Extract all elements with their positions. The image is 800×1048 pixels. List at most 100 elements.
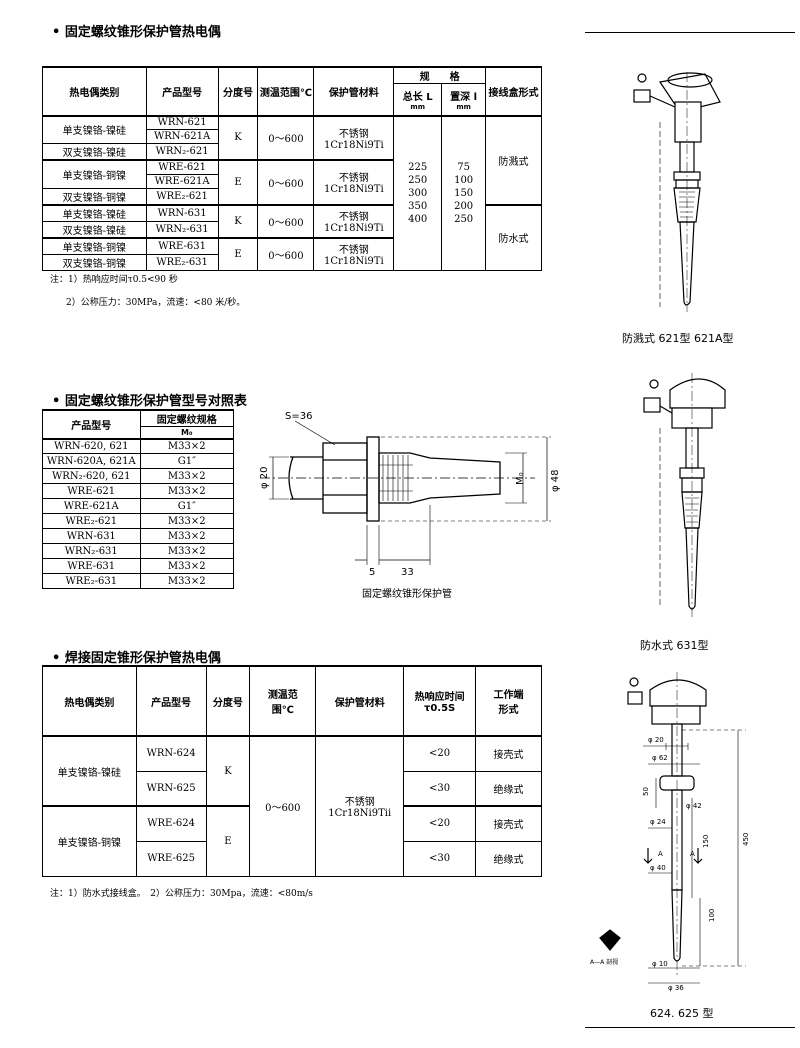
hdr-model: 产品型号 <box>42 409 141 439</box>
dim-m0: M₀ <box>515 472 526 485</box>
section-a-right: A <box>690 850 695 858</box>
cell-insert-l: 75 100 150 200 250 <box>441 114 487 271</box>
section-a-left: A <box>658 850 663 858</box>
dim-d20: φ 20 <box>259 467 270 490</box>
cell-range: 0～600 <box>249 735 317 877</box>
cell-type: 双支镍铬-铜镍 <box>42 187 147 205</box>
cell-model: WRN-624 <box>135 735 207 772</box>
cell-thread: G1″ <box>139 453 235 469</box>
thermocouple-631-figure <box>643 373 726 618</box>
cell-type: 单支镍铬-铜镍 <box>42 236 147 255</box>
cell-end: 绝缘式 <box>475 770 542 807</box>
hdr-thread: 固定螺纹规格 <box>139 409 235 427</box>
cell-end: 接壳式 <box>475 805 542 842</box>
hdr-spec: 规 格 <box>393 66 487 84</box>
hdr-type: 热电偶类别 <box>42 66 147 116</box>
hdr-m0: M₀ <box>139 426 235 439</box>
cell-range: 0～600 <box>257 159 315 205</box>
cell-model: WRE-631 <box>145 236 219 255</box>
dim-d62: φ 62 <box>652 754 668 762</box>
section-aa-label: A—A 剖视 <box>590 958 618 966</box>
cell-total-L: 225 250 300 350 400 <box>393 114 443 271</box>
cell-model: WRN-631 <box>145 203 219 222</box>
cell-model: WRN-625 <box>135 770 207 807</box>
thermocouple-624-625-figure: φ 20 φ 62 50 φ 42 φ 24 150 A A φ 40 100 … <box>590 672 750 992</box>
dim-d42: φ 42 <box>686 802 702 810</box>
cell-model: WRE₂-621 <box>145 187 219 205</box>
cell-type: 单支镍铬-镍硅 <box>42 203 147 222</box>
hdr-end: 工作端形式 <box>475 665 542 737</box>
cell-thread: M33×2 <box>139 437 235 454</box>
dim-d48: φ 48 <box>550 470 561 493</box>
cell-grad: E <box>217 159 259 205</box>
cell-type: 单支镍铬-镍硅 <box>42 735 137 807</box>
cell-thread: M33×2 <box>139 573 235 589</box>
cell-box-splash: 防溅式 <box>485 114 542 205</box>
dim-d36: φ 36 <box>668 984 684 992</box>
cell-end: 绝缘式 <box>475 840 542 877</box>
hdr-box: 接线盒形式 <box>485 66 542 116</box>
hdr-material: 保护管材料 <box>313 66 395 116</box>
dim-d40: φ 40 <box>650 864 666 872</box>
cell-grad: K <box>217 203 259 238</box>
dim-v450: 450 <box>742 833 750 846</box>
section1-title: • 固定螺纹锥形保护管热电偶 <box>52 25 221 40</box>
cell-model: WRN-621A <box>145 129 219 144</box>
cell-response: <30 <box>403 770 477 807</box>
dim-v150: 150 <box>702 835 710 848</box>
hdr-model: 产品型号 <box>135 665 207 737</box>
cell-grad: K <box>217 114 259 161</box>
section3-title: • 焊接固定锥形保护管热电偶 <box>52 651 221 666</box>
dim-5: 5 <box>369 567 375 578</box>
note-1: 注：1）热响应时间τ0.5<90 秒 <box>50 275 178 285</box>
cell-thread: G1″ <box>139 498 235 514</box>
cell-type: 双支镍铬-铜镍 <box>42 253 147 271</box>
hdr-grad: 分度号 <box>205 665 251 737</box>
dim-d20: φ 20 <box>648 736 664 744</box>
figure2-caption: 防水式 631型 <box>640 639 709 652</box>
cell-model: WRE₂-621 <box>42 513 141 529</box>
cell-model: WRE-621 <box>145 159 219 175</box>
dim-v50: 50 <box>642 787 650 796</box>
cell-range: 0～600 <box>257 236 315 271</box>
cell-model: WRE-631 <box>42 558 141 574</box>
cell-type: 双支镍铬-镍硅 <box>42 220 147 238</box>
cell-response: <20 <box>403 735 477 772</box>
cell-box-water: 防水式 <box>485 203 542 271</box>
figure1-caption: 防溅式 621型 621A型 <box>622 332 734 345</box>
hdr-range: 测温范围℃ <box>257 66 315 116</box>
hdr-response: 热响应时间τ0.5S <box>403 665 477 737</box>
cell-model: WRE-621 <box>42 483 141 499</box>
cell-model: WRN-620, 621 <box>42 437 141 454</box>
hdr-grad: 分度号 <box>217 66 259 116</box>
cell-type: 单支镍铬-铜镍 <box>42 159 147 189</box>
note-3: 注：1）防水式接线盒。 2）公称压力：30Mpa，流速：<80m/s <box>50 889 313 899</box>
cell-range: 0～600 <box>257 114 315 161</box>
cell-model: WRE₂-631 <box>145 253 219 271</box>
cell-model: WRN₂-631 <box>42 543 141 559</box>
cell-thread: M33×2 <box>139 528 235 544</box>
hdr-range: 测温范围℃ <box>249 665 317 737</box>
cell-type: 单支镍铬-铜镍 <box>42 805 137 877</box>
cell-model: WRN-631 <box>42 528 141 544</box>
fitting-caption: 固定螺纹锥形保护管 <box>362 589 452 600</box>
cell-model: WRN₂-631 <box>145 220 219 238</box>
cell-thread: M33×2 <box>139 468 235 484</box>
cell-grad: K <box>205 735 251 807</box>
dim-v100: 100 <box>708 909 716 922</box>
header-rule <box>585 32 795 33</box>
footer-rule <box>585 1027 795 1028</box>
cell-type: 单支镍铬-镍硅 <box>42 114 147 144</box>
cell-thread: M33×2 <box>139 558 235 574</box>
note-2: 2）公称压力：30MPa，流速：<80 米/秒。 <box>66 298 246 308</box>
cell-model: WRN₂-620, 621 <box>42 468 141 484</box>
spec-table-3: 热电偶类别 产品型号 分度号 测温范围℃ 保护管材料 热响应时间τ0.5S 工作… <box>42 665 542 877</box>
hdr-material: 保护管材料 <box>315 665 405 737</box>
